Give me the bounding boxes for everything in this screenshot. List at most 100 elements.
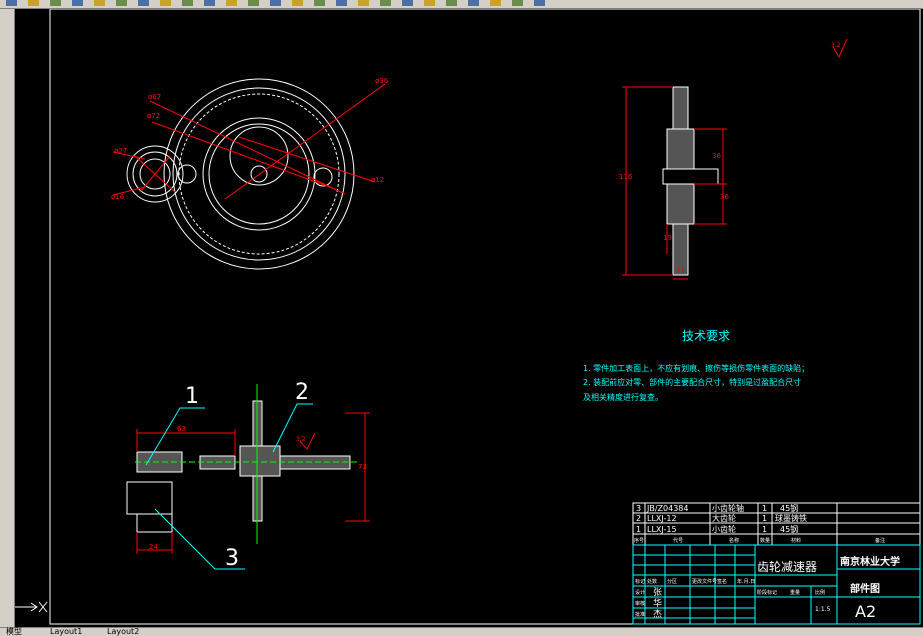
bom-mat: 45钢 — [780, 524, 798, 534]
tb-header-5: 年.月.日 — [737, 578, 755, 585]
tb-row-label-2: 批准 — [635, 611, 645, 618]
dim-d12: ø12 — [371, 176, 384, 184]
bom-name: 小齿轮 — [712, 524, 736, 534]
checker-name: 华 — [653, 597, 662, 609]
bom-header-no: 序号 — [634, 537, 644, 544]
redo-icon[interactable] — [226, 0, 237, 6]
bom-qty: 1 — [762, 525, 767, 534]
tb-stage-0: 阶段标记 — [757, 589, 777, 596]
bom-name: 小齿轮轴 — [712, 503, 744, 513]
product-name: 齿轮减速器 — [757, 560, 817, 574]
bom-name: 大齿轮 — [712, 513, 736, 523]
copy-icon[interactable] — [138, 0, 149, 6]
dim-36a: 36 — [712, 152, 721, 160]
new-icon[interactable] — [6, 0, 17, 6]
bom-code: JB/Z04384 — [646, 504, 688, 513]
layout-tabs: 模型 Layout1 Layout2 — [0, 627, 923, 636]
zoom-previous-icon[interactable] — [314, 0, 325, 6]
tech-line-2: 2. 装配前应对零、部件的主要配合尺寸，特别是过盈配合尺寸 — [583, 377, 801, 387]
dim-36b: 36 — [720, 193, 729, 201]
design-center-icon[interactable] — [358, 0, 369, 6]
tab-model[interactable]: 模型 — [6, 627, 22, 636]
bom-no: 3 — [636, 504, 641, 513]
undo-icon[interactable] — [204, 0, 215, 6]
assembly-roughness: 3.2 — [296, 436, 306, 443]
tech-title: 技术要求 — [682, 329, 730, 343]
svg-text:3.2: 3.2 — [831, 42, 841, 49]
dim-63: 63 — [177, 425, 186, 433]
left-strip — [0, 9, 15, 627]
tb-header-1: 处数 — [647, 578, 657, 585]
tb-header-0: 标记 — [635, 578, 645, 585]
tab-layout1[interactable]: Layout1 — [50, 627, 83, 636]
tb-header-2: 分区 — [667, 578, 677, 585]
drawing-canvas[interactable]: ø67 ø72 ø27 ø16 ø36 ø12 116 36 36 19 11 — [15, 9, 923, 627]
open-icon[interactable] — [28, 0, 39, 6]
tool-palette-icon[interactable] — [380, 0, 391, 6]
dim-d72: ø72 — [147, 112, 160, 120]
paste-icon[interactable] — [160, 0, 171, 6]
tab-layout2[interactable]: Layout2 — [107, 627, 140, 636]
front-view — [112, 78, 386, 270]
sheet-set-icon[interactable] — [402, 0, 413, 6]
bom-header-code: 代号 — [673, 537, 683, 544]
signer-name: 张 — [653, 587, 662, 598]
print-icon[interactable] — [72, 0, 83, 6]
save-icon[interactable] — [50, 0, 61, 6]
approver-name: 杰 — [653, 608, 662, 620]
tb-stage-2: 比例 — [815, 589, 825, 596]
tb-header-3: 更改文件号 — [692, 578, 717, 585]
layer-state-icon[interactable] — [512, 0, 523, 6]
dim-116: 116 — [619, 173, 633, 181]
scale-value: 1:1.5 — [815, 606, 831, 613]
bom-header-qty: 数量 — [760, 537, 770, 544]
bom-header-mat: 材料 — [791, 537, 801, 544]
standard-toolbar — [0, 0, 923, 9]
dim-11: 11 — [676, 266, 685, 274]
pan-icon[interactable] — [248, 0, 259, 6]
drawing-size: A2 — [855, 602, 876, 621]
tb-header-4: 签名 — [717, 578, 727, 585]
color-icon[interactable] — [534, 0, 545, 6]
match-icon[interactable] — [182, 0, 193, 6]
cad-drawing: ø67 ø72 ø27 ø16 ø36 ø12 116 36 36 19 11 — [15, 9, 921, 625]
zoom-icon[interactable] — [270, 0, 281, 6]
preview-icon[interactable] — [94, 0, 105, 6]
bom-rows: 3 JB/Z04384 小齿轮轴 1 45钢 2 LLXJ-12 大齿轮 1 球… — [634, 503, 885, 544]
properties-icon[interactable] — [336, 0, 347, 6]
bom-no: 1 — [636, 525, 641, 534]
bom-mat: 45钢 — [780, 503, 798, 513]
bom-mat: 球墨铸铁 — [775, 513, 807, 523]
drawing-type: 部件图 — [850, 582, 880, 595]
dim-d36: ø36 — [375, 77, 389, 85]
assembly-view: 63 73 24 3.2 1 2 3 — [126, 380, 370, 571]
bom-header-note: 备注 — [875, 537, 885, 544]
cut-icon[interactable] — [116, 0, 127, 6]
dim-d27: ø27 — [114, 147, 127, 155]
university-name: 南京林业大学 — [840, 555, 900, 568]
dim-24: 24 — [149, 543, 158, 551]
dim-d16: ø16 — [111, 193, 125, 201]
markup-icon[interactable] — [424, 0, 435, 6]
tb-stage-1: 重量 — [790, 589, 800, 596]
surface-roughness-mark: 3.2 — [831, 38, 848, 59]
bom-code: LLXJ-15 — [647, 525, 677, 534]
bom-qty: 1 — [762, 504, 767, 513]
side-view: 116 36 36 19 11 — [619, 86, 729, 280]
bom-code: LLXJ-12 — [647, 514, 677, 523]
help-icon[interactable] — [468, 0, 479, 6]
ucs-icon — [15, 601, 48, 613]
tech-requirements: 技术要求 1. 零件加工表面上，不应有划痕、擦伤等损伤零件表面的缺陷； 2. 装… — [583, 329, 809, 402]
calc-icon[interactable] — [446, 0, 457, 6]
zoom-window-icon[interactable] — [292, 0, 303, 6]
drawing-border — [49, 9, 921, 625]
part-label-3: 3 — [225, 546, 239, 571]
dim-d67: ø67 — [148, 93, 161, 101]
part-label-1: 1 — [185, 384, 199, 409]
bom-qty: 1 — [762, 514, 767, 523]
tb-row-label-0: 设计 — [635, 589, 645, 596]
tech-line-1: 1. 零件加工表面上，不应有划痕、擦伤等损伤零件表面的缺陷； — [583, 363, 809, 373]
layer-icon[interactable] — [490, 0, 501, 6]
bom-header-name: 名称 — [729, 537, 739, 544]
title-block-text: 齿轮减速器 南京林业大学 部件图 A2 1:1.5 标记 处数 分区 更改文件号… — [635, 555, 900, 621]
